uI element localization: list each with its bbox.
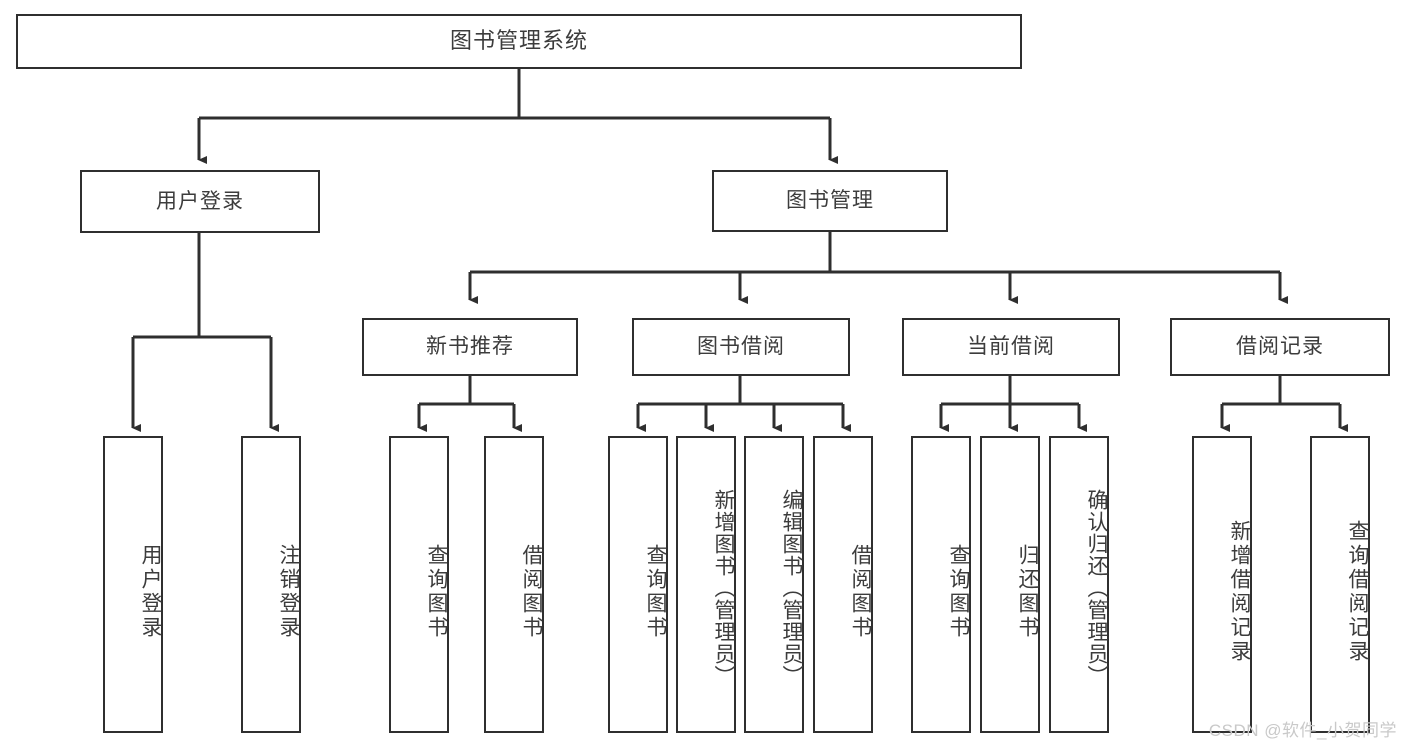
node-label: 借阅图书	[520, 543, 543, 640]
node-label: 查询图书	[644, 543, 667, 640]
node-label: 图书借阅	[697, 335, 785, 359]
node-user-login[interactable]: 用户登录	[80, 170, 320, 233]
node-label: 归还图书	[1016, 543, 1039, 640]
leaf-borrow-record-add[interactable]: 新增借阅记录	[1192, 436, 1252, 733]
leaf-user-login-login[interactable]: 用户登录	[103, 436, 163, 733]
node-current-borrow[interactable]: 当前借阅	[902, 318, 1120, 376]
node-label: 借阅记录	[1236, 335, 1324, 359]
node-label: 图书管理	[786, 189, 874, 213]
node-label: 用户登录	[139, 543, 162, 640]
node-root-book-management-system[interactable]: 图书管理系统	[16, 14, 1022, 69]
node-label: 编辑图书（管理员）	[780, 488, 803, 687]
leaf-current-borrow-return[interactable]: 归还图书	[980, 436, 1040, 733]
node-label: 确认归还（管理员）	[1085, 488, 1108, 687]
leaf-book-borrow-edit-admin[interactable]: 编辑图书（管理员）	[744, 436, 804, 733]
node-borrow-record[interactable]: 借阅记录	[1170, 318, 1390, 376]
node-label: 查询借阅记录	[1346, 519, 1369, 664]
leaf-current-borrow-query[interactable]: 查询图书	[911, 436, 971, 733]
leaf-book-borrow-borrow[interactable]: 借阅图书	[813, 436, 873, 733]
node-label: 查询图书	[425, 543, 448, 640]
node-label: 图书管理系统	[449, 28, 588, 54]
node-label: 新增图书（管理员）	[712, 488, 735, 687]
node-label: 新增借阅记录	[1228, 519, 1251, 664]
node-label: 用户登录	[156, 189, 244, 213]
node-new-book-recommend[interactable]: 新书推荐	[362, 318, 578, 376]
leaf-current-borrow-confirm-return-admin[interactable]: 确认归还（管理员）	[1049, 436, 1109, 733]
leaf-user-login-logout[interactable]: 注销登录	[241, 436, 301, 733]
leaf-book-borrow-query[interactable]: 查询图书	[608, 436, 668, 733]
leaf-borrow-record-query[interactable]: 查询借阅记录	[1310, 436, 1370, 733]
node-label: 查询图书	[947, 543, 970, 640]
leaf-book-borrow-add-admin[interactable]: 新增图书（管理员）	[676, 436, 736, 733]
node-book-management[interactable]: 图书管理	[712, 170, 948, 232]
watermark: CSDN @软件_小贺同学	[1208, 721, 1397, 740]
node-book-borrow[interactable]: 图书借阅	[632, 318, 850, 376]
leaf-new-book-borrow[interactable]: 借阅图书	[484, 436, 544, 733]
node-label: 借阅图书	[849, 543, 872, 640]
node-label: 当前借阅	[967, 335, 1055, 359]
leaf-new-book-query[interactable]: 查询图书	[389, 436, 449, 733]
node-label: 新书推荐	[426, 335, 514, 359]
node-label: 注销登录	[277, 543, 300, 640]
